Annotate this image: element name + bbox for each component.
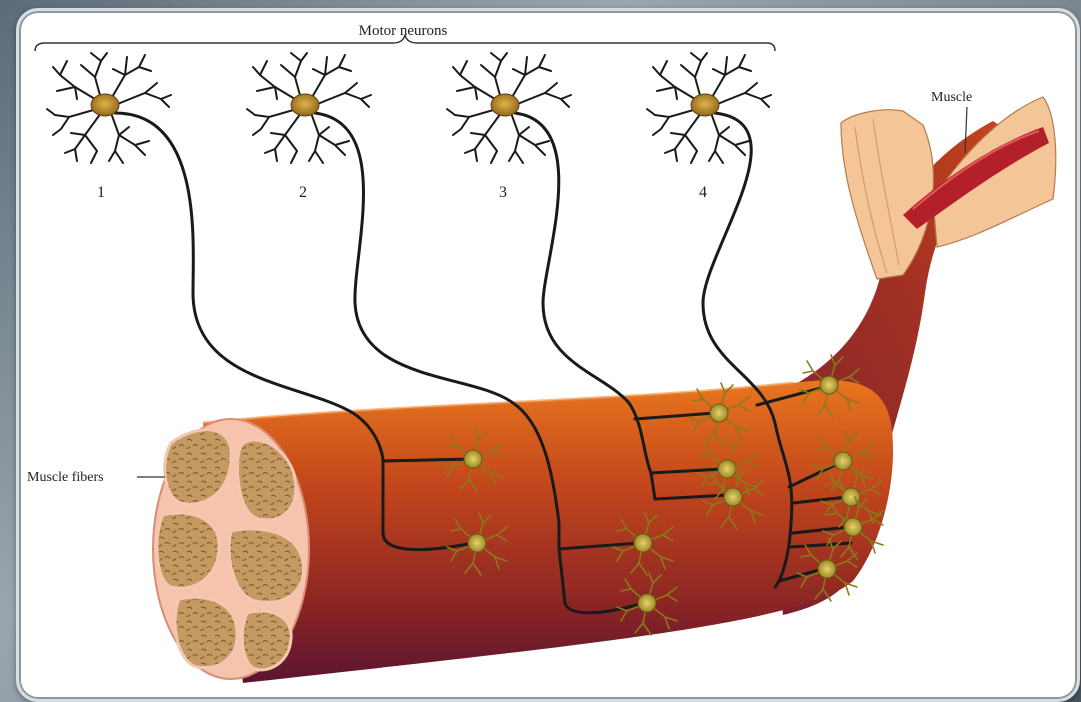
neuron-1 [47,53,171,163]
motor-neurons [47,53,771,163]
muscle-label: Muscle [931,90,972,105]
neuron-3 [447,53,571,163]
neuron-number-4: 4 [699,184,707,201]
arm-illustration [841,97,1056,279]
muscle-cross-section [153,419,309,679]
neuron-number-2: 2 [299,184,307,201]
motor-unit-diagram: Motor neurons Muscle fibers Muscle [19,11,1077,699]
neuron-2 [247,53,371,163]
motor-neurons-label: Motor neurons [359,23,448,39]
neuron-number-3: 3 [499,184,507,201]
diagram-frame: Motor neurons Muscle fibers Muscle [16,8,1080,702]
neuron-number-1: 1 [97,184,105,201]
muscle-fibers-label: Muscle fibers [27,470,104,485]
